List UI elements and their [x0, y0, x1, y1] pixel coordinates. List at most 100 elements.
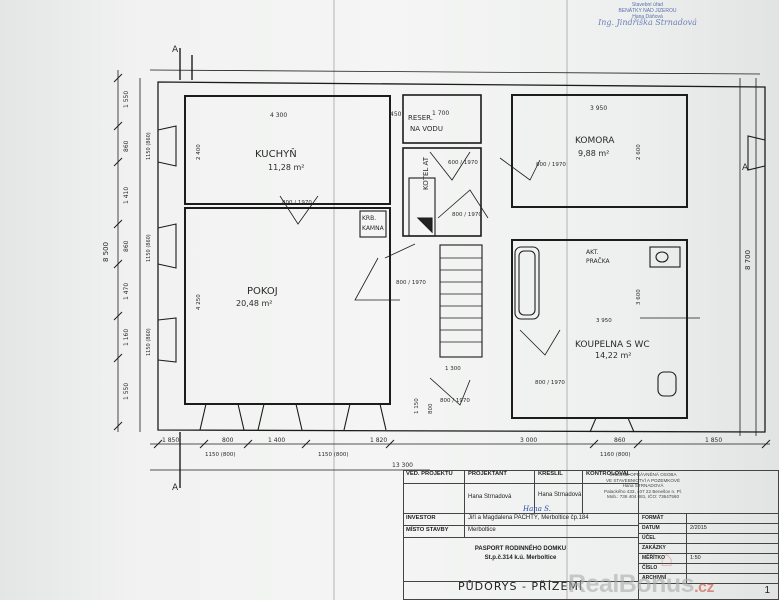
- format-label: FORMÁT: [639, 514, 687, 524]
- kontroloval-label: KONTROLOVAL: [583, 470, 639, 484]
- investor-label: INVESTOR: [403, 514, 465, 526]
- dimension-label: 860: [614, 437, 626, 444]
- fold-line: [566, 0, 568, 600]
- archivni-label: ARCHIVNÍ: [639, 574, 687, 584]
- stamp-line: BENÁTKY NAD JIZEROU: [618, 8, 677, 14]
- dimension-label: 1 300: [445, 366, 461, 372]
- section-mark: A: [172, 483, 179, 493]
- door-label: 800 / 1970: [282, 200, 312, 206]
- dimension-label: 4 300: [270, 112, 287, 119]
- room-name: KUCHYŇ: [255, 147, 297, 160]
- door-label: 800 / 1970: [396, 280, 426, 286]
- format-value: [687, 514, 779, 524]
- room-area: 9,88 m²: [578, 149, 609, 158]
- room-name: POKOJ: [247, 286, 278, 297]
- dimension-label: 1 700: [432, 110, 449, 117]
- room-name: NA VODU: [410, 125, 443, 133]
- fold-line: [333, 0, 335, 600]
- dimension-label: 1 410: [123, 187, 130, 204]
- zakazky-label: ZAKÁZKY: [639, 544, 687, 554]
- dimension-label: 860: [123, 140, 130, 152]
- passport-line: St.p.č.314 k.ú. Merboltice: [484, 555, 557, 561]
- stamp-line: VE STAVEBNICTVÍ A POZEMKOVÉ: [605, 477, 681, 483]
- kreslil-label: KRESLIL: [535, 470, 583, 484]
- dimension-label: 3 950: [596, 318, 612, 324]
- meritko-value: 1:50: [687, 554, 779, 564]
- room-area: 20,48 m²: [236, 299, 272, 308]
- stamp-signature: Ing. Jindřiška Strnadová: [598, 18, 697, 27]
- room-area: 11,28 m²: [268, 163, 304, 172]
- kreslil-name: Hana Strnadová: [535, 484, 583, 514]
- stamp-line: Palackého 433, 407 22 Benešov n. Pl.: [604, 488, 682, 494]
- dimension-label: 8 500: [102, 242, 110, 262]
- door-label: 800 / 1970: [536, 162, 566, 168]
- dimension-label: 1160 (800): [600, 452, 631, 458]
- title-block: VED. PROJEKTU PROJEKTANT KRESLIL KONTROL…: [403, 470, 779, 600]
- dimension-label: 800: [222, 437, 234, 444]
- watermark-tld: .cz: [694, 579, 714, 596]
- dimension-label: 1 470: [123, 283, 130, 300]
- stamp-line: Stavební úřad: [631, 2, 664, 8]
- watermark-logo: RealBonus.cz: [568, 570, 714, 599]
- dimension-label: 2 400: [196, 144, 202, 160]
- dimension-label: 4 250: [196, 294, 202, 310]
- dimension-label: 1150 (800): [205, 452, 236, 458]
- dimension-label: 8 700: [744, 250, 752, 270]
- dimension-label: 450: [390, 111, 402, 118]
- dimension-label: 1 150: [414, 398, 420, 414]
- door-label: 800 / 1970: [452, 212, 482, 218]
- section-mark: A: [172, 45, 179, 55]
- room-name: KOMORA: [575, 136, 615, 146]
- dimension-label: 3 950: [590, 105, 607, 112]
- house-icon: ⌂: [660, 546, 674, 571]
- stamp-line: Hana STRNADOVÁ: [622, 483, 664, 489]
- meritko-label: MĚŘÍTKO: [639, 554, 687, 564]
- ved-projektu-value: [403, 484, 465, 514]
- passport-line: PASPORT RODINNÉHO DOMKU: [474, 546, 567, 552]
- cislo-label: ČÍSLO: [639, 564, 687, 574]
- zakazky-value: [687, 544, 779, 554]
- dimension-label: 1 550: [123, 383, 130, 400]
- dimension-label: 1 820: [370, 437, 387, 444]
- passport-title: PASPORT RODINNÉHO DOMKU St.p.č.314 k.ú. …: [403, 538, 639, 582]
- ucel-value: [687, 534, 779, 544]
- room-name: RESER.: [408, 114, 433, 122]
- dimension-label: 1150 (860): [146, 132, 152, 160]
- door-label: 800 / 1970: [440, 398, 470, 404]
- designer-stamp: ÚŘEDNĚ OPRÁVNĚNÁ OSOBA VE STAVEBNICTVÍ A…: [598, 472, 688, 516]
- dimension-label: 1 850: [705, 437, 722, 444]
- investor-value: Jiří a Magdalena PACHTÝ, Merboltice čp.1…: [465, 514, 639, 526]
- stamp-line: Mob.: 736 404 081, IČO: 73647560: [606, 494, 680, 500]
- section-mark: A: [742, 163, 749, 173]
- dimension-label: 3 600: [636, 289, 642, 305]
- dimension-label: 800: [428, 403, 434, 414]
- stamp-line: ÚŘEDNĚ OPRÁVNĚNÁ OSOBA: [609, 472, 677, 477]
- designer-signature: Hana S.: [523, 505, 551, 513]
- dimension-label: 13 300: [392, 462, 413, 469]
- dimension-label: 1150 (860): [146, 234, 152, 262]
- kontroloval-value: [583, 484, 639, 514]
- misto-label: MÍSTO STAVBY: [403, 526, 465, 538]
- room-name: KOTEL AT: [422, 156, 430, 190]
- door-label: 800 / 1970: [535, 380, 565, 386]
- dimension-label: 1 850: [162, 437, 179, 444]
- room-name: KAMNA: [362, 225, 385, 232]
- watermark-brand: RealBonus: [568, 570, 695, 598]
- dimension-label: 860: [123, 240, 130, 252]
- dimension-label: 1 400: [268, 437, 285, 444]
- datum-value: 2/2015: [687, 524, 779, 534]
- dimension-label: 1150 (800): [318, 452, 349, 458]
- dimension-label: 1 550: [123, 91, 130, 108]
- misto-value: Merboltice: [465, 526, 639, 538]
- projektant-label: PROJEKTANT: [465, 470, 535, 484]
- room-name: PRAČKA: [586, 258, 611, 265]
- datum-label: DATUM: [639, 524, 687, 534]
- room-name: KRB.: [362, 215, 376, 222]
- dimension-label: 1150 (860): [146, 328, 152, 356]
- dimension-label: 3 000: [520, 437, 537, 444]
- stamp-line: Hana Dáňová: [632, 14, 663, 20]
- room-name: AKT.: [586, 249, 599, 256]
- room-area: 14,22 m²: [595, 351, 631, 360]
- dimension-label: 2 600: [636, 144, 642, 160]
